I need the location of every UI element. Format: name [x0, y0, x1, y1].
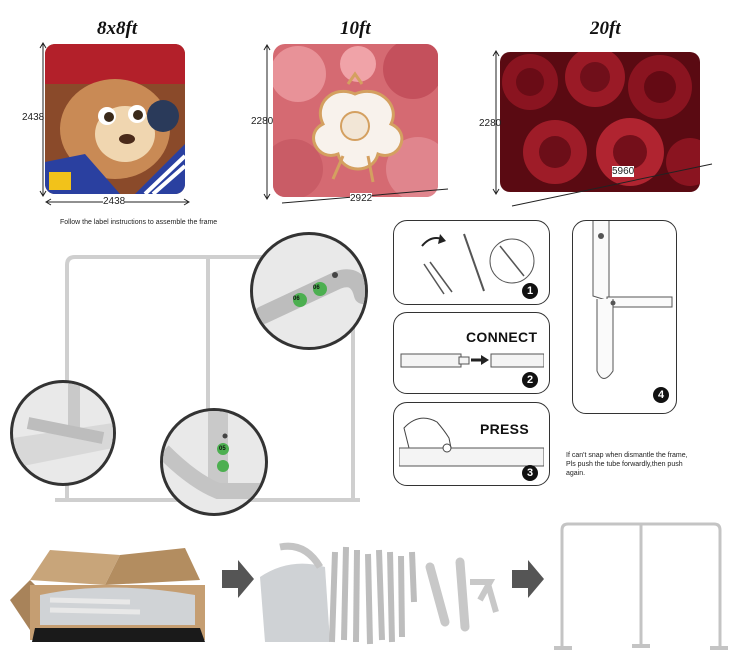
height-arrow-20ft: [492, 50, 500, 195]
tube-label-c: 05: [219, 446, 226, 452]
frame-parts-image: [260, 542, 499, 645]
width-label-10ft: 2922: [350, 193, 373, 204]
width-label-8x8: 2438: [103, 196, 126, 207]
assembly-caption: Follow the label instructions to assembl…: [60, 219, 218, 226]
step-1-box: 1: [393, 220, 550, 305]
height-arrow-10ft: [263, 44, 271, 200]
press-label: PRESS: [480, 421, 529, 437]
tube-label-a: 06: [293, 296, 300, 302]
step-4-number: 4: [653, 387, 669, 403]
dismantle-tip: If can't snap when dismantle the frame, …: [566, 451, 706, 478]
connect-label: CONNECT: [466, 329, 538, 345]
height-label-20ft: 2280: [479, 118, 502, 129]
backdrop-8x8-image: [45, 44, 185, 194]
tip-line-2: Pls push the tube forwardly,then push: [566, 461, 683, 468]
width-label-20ft: 5960: [612, 166, 635, 177]
size-title-8x8: 8x8ft: [97, 18, 138, 39]
step-2-illustration: [400, 353, 544, 368]
width-arrow-20ft: [511, 163, 713, 207]
size-title-10ft: 10ft: [340, 18, 371, 39]
step-4-illustration: [592, 221, 673, 379]
step-1-illustration: [421, 233, 535, 295]
backdrop-20ft-image: [500, 52, 700, 192]
right-arrow-icon: [512, 560, 544, 598]
backdrop-10ft-image: [273, 44, 438, 197]
tube-label-b: 06: [313, 285, 320, 291]
step-3-box: PRESS 3: [393, 402, 550, 486]
step-2-box: CONNECT 2: [393, 312, 550, 394]
height-arrow-8x8: [39, 42, 47, 197]
packed-box-image: [10, 548, 205, 642]
step-3-illustration: [399, 417, 544, 467]
step-4-box: 4: [572, 220, 677, 414]
right-arrow-icon: [222, 560, 254, 598]
tip-line-3: again.: [566, 470, 586, 477]
zoom-circle-top-joint: 06 06: [250, 232, 368, 350]
size-title-20ft: 20ft: [590, 18, 621, 39]
height-label-8x8: 2438: [22, 112, 45, 123]
assembled-frame-image: [554, 522, 728, 650]
height-label-10ft: 2280: [251, 116, 274, 127]
zoom-circle-bottom-joint: 05: [160, 408, 268, 516]
step-1-number: 1: [522, 283, 538, 299]
step-2-number: 2: [522, 372, 538, 388]
step-3-number: 3: [522, 465, 538, 481]
zoom-circle-base: [10, 380, 116, 486]
tip-line-1: If can't snap when dismantle the frame,: [566, 452, 688, 459]
